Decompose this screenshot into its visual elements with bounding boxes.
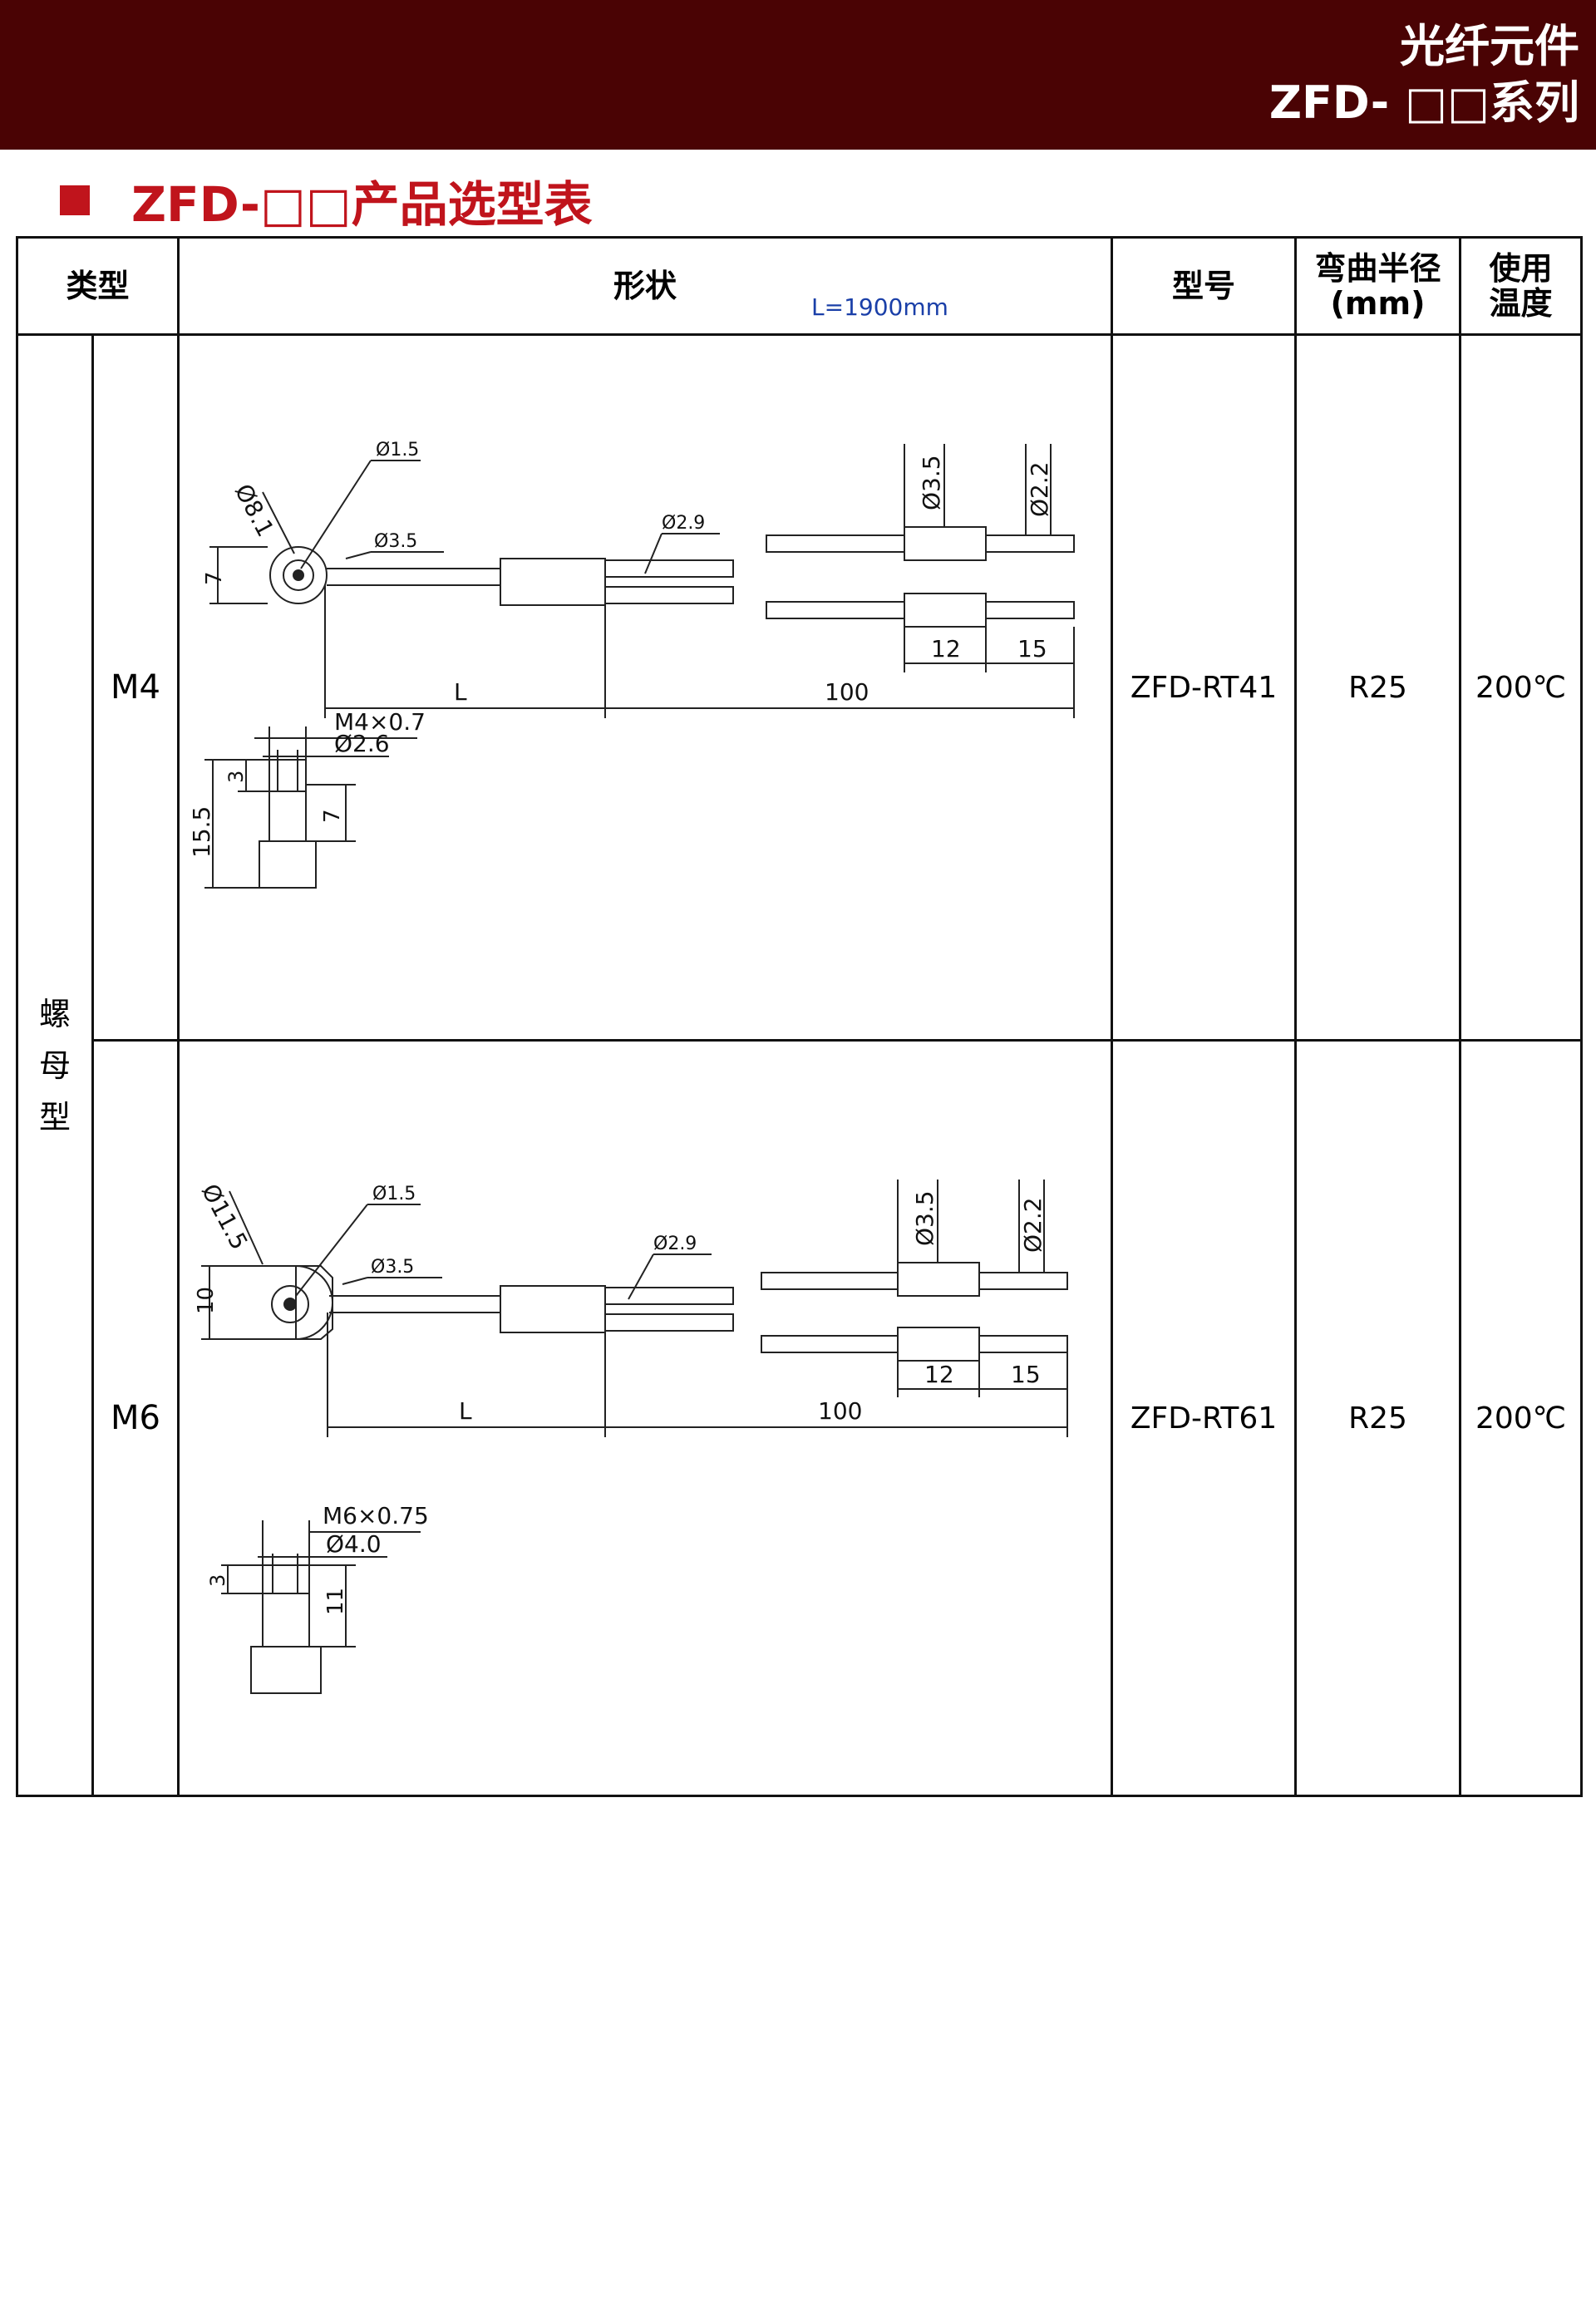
nut-body [259,840,318,889]
header-line-2: ZFD- □□系列 [1268,76,1579,129]
dim-length-100: 100 [825,678,869,706]
dim-head-height: 10 [194,1287,219,1314]
bend-radius-line-2: (mm) [1330,285,1426,322]
dim-tip-diameter: Ø2.2 [1026,461,1053,517]
dim-sleeve-length: 12 [924,1361,954,1388]
section-title: ZFD-□□产品选型表 [131,176,593,233]
fiber-tube-end [766,534,906,553]
length-note: L=1900mm [811,293,948,321]
col-header-model: 型号 [1111,236,1298,336]
dim-tube-diameter: Ø2.9 [653,1234,697,1254]
dim-head-diameter: Ø11.5 [196,1180,254,1254]
dim-thread-height: 7 [320,809,345,823]
sleeve [897,1327,981,1362]
sleeve [897,1262,981,1297]
fiber-tube-end [761,1335,899,1353]
splitter-block [500,1285,607,1333]
col-header-shape-label: 形状 [613,268,677,304]
dim-bore-diameter: Ø4.0 [326,1530,382,1558]
probe-tip [985,534,1076,553]
section-heading: ZFD-□□产品选型表 [60,163,593,238]
dim-length-l: L [459,1397,472,1425]
probe-tip [978,1272,1069,1290]
col-header-type: 类型 [15,236,180,336]
fiber-core [293,569,305,581]
fiber-tube [604,1287,735,1305]
fiber-head-inner [271,1285,310,1323]
fiber-head-outline [269,546,328,604]
fiber-head-inner [283,559,315,591]
shape-drawing: 10 Ø11.5 Ø1.5 Ø3.5 Ø2.9 L 100 Ø3.5 Ø2.2 … [194,1180,1069,1694]
temperature-line-1: 使用 [1489,250,1553,287]
table-row: M6 [17,1039,1584,1797]
dim-thread-spec: M6×0.75 [323,1502,429,1529]
fiber-core [283,1298,298,1311]
dim-length-100: 100 [818,1397,862,1425]
col-header-temperature: 使用 温度 [1459,236,1584,336]
dim-bore-diameter: Ø2.6 [334,730,390,757]
dim-tip-length: 15 [1011,1361,1041,1388]
thread-size: M6 [91,1039,180,1797]
col-header-shape: 形状 L=1900mm [177,236,1114,336]
sleeve [904,526,988,561]
fiber-tube-end [766,601,906,619]
header-title: 光纤元件 ZFD- □□系列 [1269,18,1579,131]
type-group-char: 螺 [38,995,71,1032]
type-group-char: 母 [38,1047,71,1084]
bend-radius: R25 [1294,1039,1462,1797]
table-row: 螺 母 型 M4 [16,333,1584,1797]
bend-radius: R25 [1294,333,1462,1042]
header-band: 光纤元件 ZFD- □□系列 [0,0,1596,150]
model-number: ZFD-RT61 [1111,1039,1298,1797]
dim-fiber-diameter: Ø1.5 [376,440,419,461]
probe-tip [978,1335,1069,1353]
dim-sheath-diameter: Ø3.5 [371,1257,414,1278]
dim-fiber-diameter: Ø1.5 [372,1184,416,1204]
dim-length-l: L [454,678,467,706]
square-bullet-icon [60,185,90,215]
nut-thread [268,759,308,842]
header-line-1: 光纤元件 [1400,20,1579,72]
nut-thread [262,1564,311,1647]
dim-thread-height: 11 [323,1588,348,1615]
type-group-cell: 螺 母 型 [16,333,94,1797]
thread-size: M4 [91,333,180,1042]
dim-head-height: 7 [202,571,227,585]
sleeve [904,593,988,628]
probe-tip [985,601,1076,619]
bend-radius-line-1: 弯曲半径 [1314,250,1441,287]
dim-top-height: 3 [224,771,248,783]
shape-drawing-cell: 10 Ø11.5 Ø1.5 Ø3.5 Ø2.9 L 100 Ø3.5 Ø2.2 … [177,1039,1114,1797]
dim-total-height: 15.5 [188,806,215,858]
fiber-tube [604,559,735,578]
fiber-tube-end [761,1272,899,1290]
dim-top-height: 3 [206,1574,229,1587]
dim-sleeve-diameter: Ø3.5 [911,1190,938,1246]
dim-sheath-diameter: Ø3.5 [374,531,417,552]
dim-thread-spec: M4×0.7 [334,708,426,736]
shape-drawing-cell: 7 Ø8.1 Ø1.5 Ø3.5 Ø2.9 L 100 Ø3.5 Ø2.2 12… [177,333,1114,1042]
col-header-bend-radius: 弯曲半径 (mm) [1294,236,1462,336]
splitter-block [500,558,607,606]
model-number: ZFD-RT41 [1111,333,1298,1042]
shape-drawing: 7 Ø8.1 Ø1.5 Ø3.5 Ø2.9 L 100 Ø3.5 Ø2.2 12… [188,440,1076,889]
dim-tip-length: 15 [1017,635,1047,662]
dim-tube-diameter: Ø2.9 [662,513,705,534]
operating-temperature: 200℃ [1459,1039,1584,1797]
fiber-tube [604,1313,735,1332]
type-group-char: 型 [38,1098,71,1135]
nut-body [250,1646,323,1694]
dim-sleeve-length: 12 [931,635,961,662]
dim-tip-diameter: Ø2.2 [1019,1197,1047,1253]
temperature-line-2: 温度 [1489,285,1553,322]
fiber-tube [604,586,735,604]
operating-temperature: 200℃ [1459,333,1584,1042]
selection-table: 类型 形状 L=1900mm 型号 弯曲半径 (mm) 使用 温度 螺 母 型 … [15,236,1584,1797]
dim-sleeve-diameter: Ø3.5 [918,455,945,510]
fiber-head-outline [295,1264,334,1341]
